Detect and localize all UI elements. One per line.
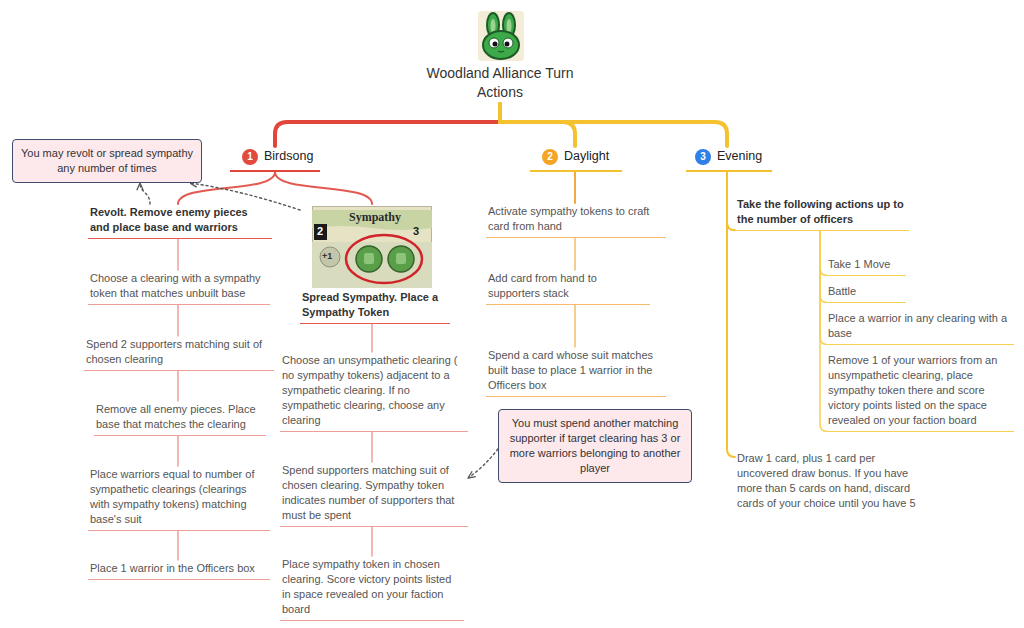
connector: [727, 172, 735, 457]
connector: [275, 172, 372, 204]
note-box: You may revolt or spread sympathy any nu…: [12, 139, 202, 183]
image-label: 3: [413, 225, 419, 238]
step-item: Spend a card whose suit matches built ba…: [486, 347, 666, 397]
connector: [574, 238, 576, 270]
step-text: Activate sympathy tokens to craft card f…: [488, 204, 664, 234]
phase-title: Daylight: [564, 148, 609, 165]
step-text: Choose an unsympathetic clearing ( no sy…: [282, 353, 466, 428]
phase-heading: 3 Evening: [686, 146, 772, 172]
connector: [468, 449, 498, 478]
step-text: Add card from hand to supporters stack: [488, 271, 648, 301]
faction-icon: [477, 10, 525, 62]
step-text: Battle: [828, 284, 904, 299]
step-text: Remove all enemy pieces. Place base that…: [96, 402, 264, 432]
callout-number: 3: [695, 149, 711, 165]
phase-title: Evening: [717, 148, 762, 165]
callout-number: 1: [242, 149, 258, 165]
phase-heading: 1 Birdsong: [230, 146, 320, 172]
action-text: Spread Sympathy. Place a Sympathy Token: [302, 290, 448, 320]
connector: [177, 436, 179, 466]
connector: [574, 305, 576, 347]
connector: [371, 527, 373, 556]
note-box: You must spend another matching supporte…: [498, 409, 692, 483]
connector: [177, 239, 179, 270]
step-item: Choose a clearing with a sympathy token …: [88, 270, 270, 305]
note-text: You may revolt or spread sympathy any nu…: [21, 146, 193, 176]
step-item: Battle: [826, 283, 906, 303]
step-item: Place sympathy token in chosen clearing.…: [280, 556, 464, 621]
step-text: Place warriors equal to number of sympat…: [90, 467, 268, 527]
connector: [727, 172, 735, 230]
action-heading: Take the following actions up to the num…: [735, 196, 909, 231]
root-title: Woodland Alliance Turn Actions: [414, 64, 586, 102]
step-item: Activate sympathy tokens to craft card f…: [486, 203, 666, 238]
connector: [177, 305, 179, 336]
connector: [190, 183, 300, 210]
connector: [177, 371, 179, 401]
step-item: Remove 1 of your warriors from an unsymp…: [826, 352, 1014, 432]
step-item: Place warriors equal to number of sympat…: [88, 466, 270, 531]
step-text: Spend 2 supporters matching suit of chos…: [86, 337, 272, 367]
action-text: Take the following actions up to the num…: [737, 197, 907, 227]
connector: [140, 183, 150, 204]
phase-title: Birdsong: [264, 148, 313, 165]
action-text: Revolt. Remove enemy pieces and place ba…: [90, 205, 270, 235]
step-text: Place sympathy token in chosen clearing.…: [282, 557, 462, 617]
connector: [371, 432, 373, 462]
connector: [275, 104, 500, 146]
connector: [500, 104, 727, 146]
action-heading: Revolt. Remove enemy pieces and place ba…: [88, 204, 272, 239]
image-label: Sympathy: [349, 210, 401, 224]
step-text: Take 1 Move: [828, 257, 904, 272]
root-topic: Woodland Alliance Turn Actions: [410, 62, 590, 104]
callout-number: 2: [542, 149, 558, 165]
step-item: Spend 2 supporters matching suit of chos…: [84, 336, 274, 371]
image-label: 2: [317, 225, 323, 238]
connector: [177, 531, 179, 560]
step-item: Take 1 Move: [826, 256, 906, 276]
step-item: Spend supporters matching suit of chosen…: [280, 462, 468, 527]
step-item: Choose an unsympathetic clearing ( no sy…: [280, 352, 468, 432]
phase-heading: 2 Daylight: [530, 146, 622, 172]
step-item: Add card from hand to supporters stack: [486, 270, 650, 305]
step-item: Place a warrior in any clearing with a b…: [826, 310, 1014, 345]
step-item: Place 1 warrior in the Officers box: [88, 560, 270, 580]
step-text: Draw 1 card, plus 1 card per uncovered d…: [737, 451, 921, 511]
connector: [574, 172, 576, 203]
step-text: Place a warrior in any clearing with a b…: [828, 311, 1012, 341]
step-text: Spend supporters matching suit of chosen…: [282, 463, 466, 523]
step-text: Spend a card whose suit matches built ba…: [488, 348, 664, 393]
connector: [371, 324, 373, 352]
step-item: Remove all enemy pieces. Place base that…: [94, 401, 266, 436]
note-text: You must spend another matching supporte…: [507, 416, 683, 476]
step-text: Choose a clearing with a sympathy token …: [90, 271, 268, 301]
step-item: Draw 1 card, plus 1 card per uncovered d…: [735, 450, 923, 514]
step-text: Remove 1 of your warriors from an unsymp…: [828, 353, 1012, 428]
image-label: +1: [322, 251, 332, 262]
connector: [500, 104, 575, 146]
step-text: Place 1 warrior in the Officers box: [90, 561, 268, 576]
